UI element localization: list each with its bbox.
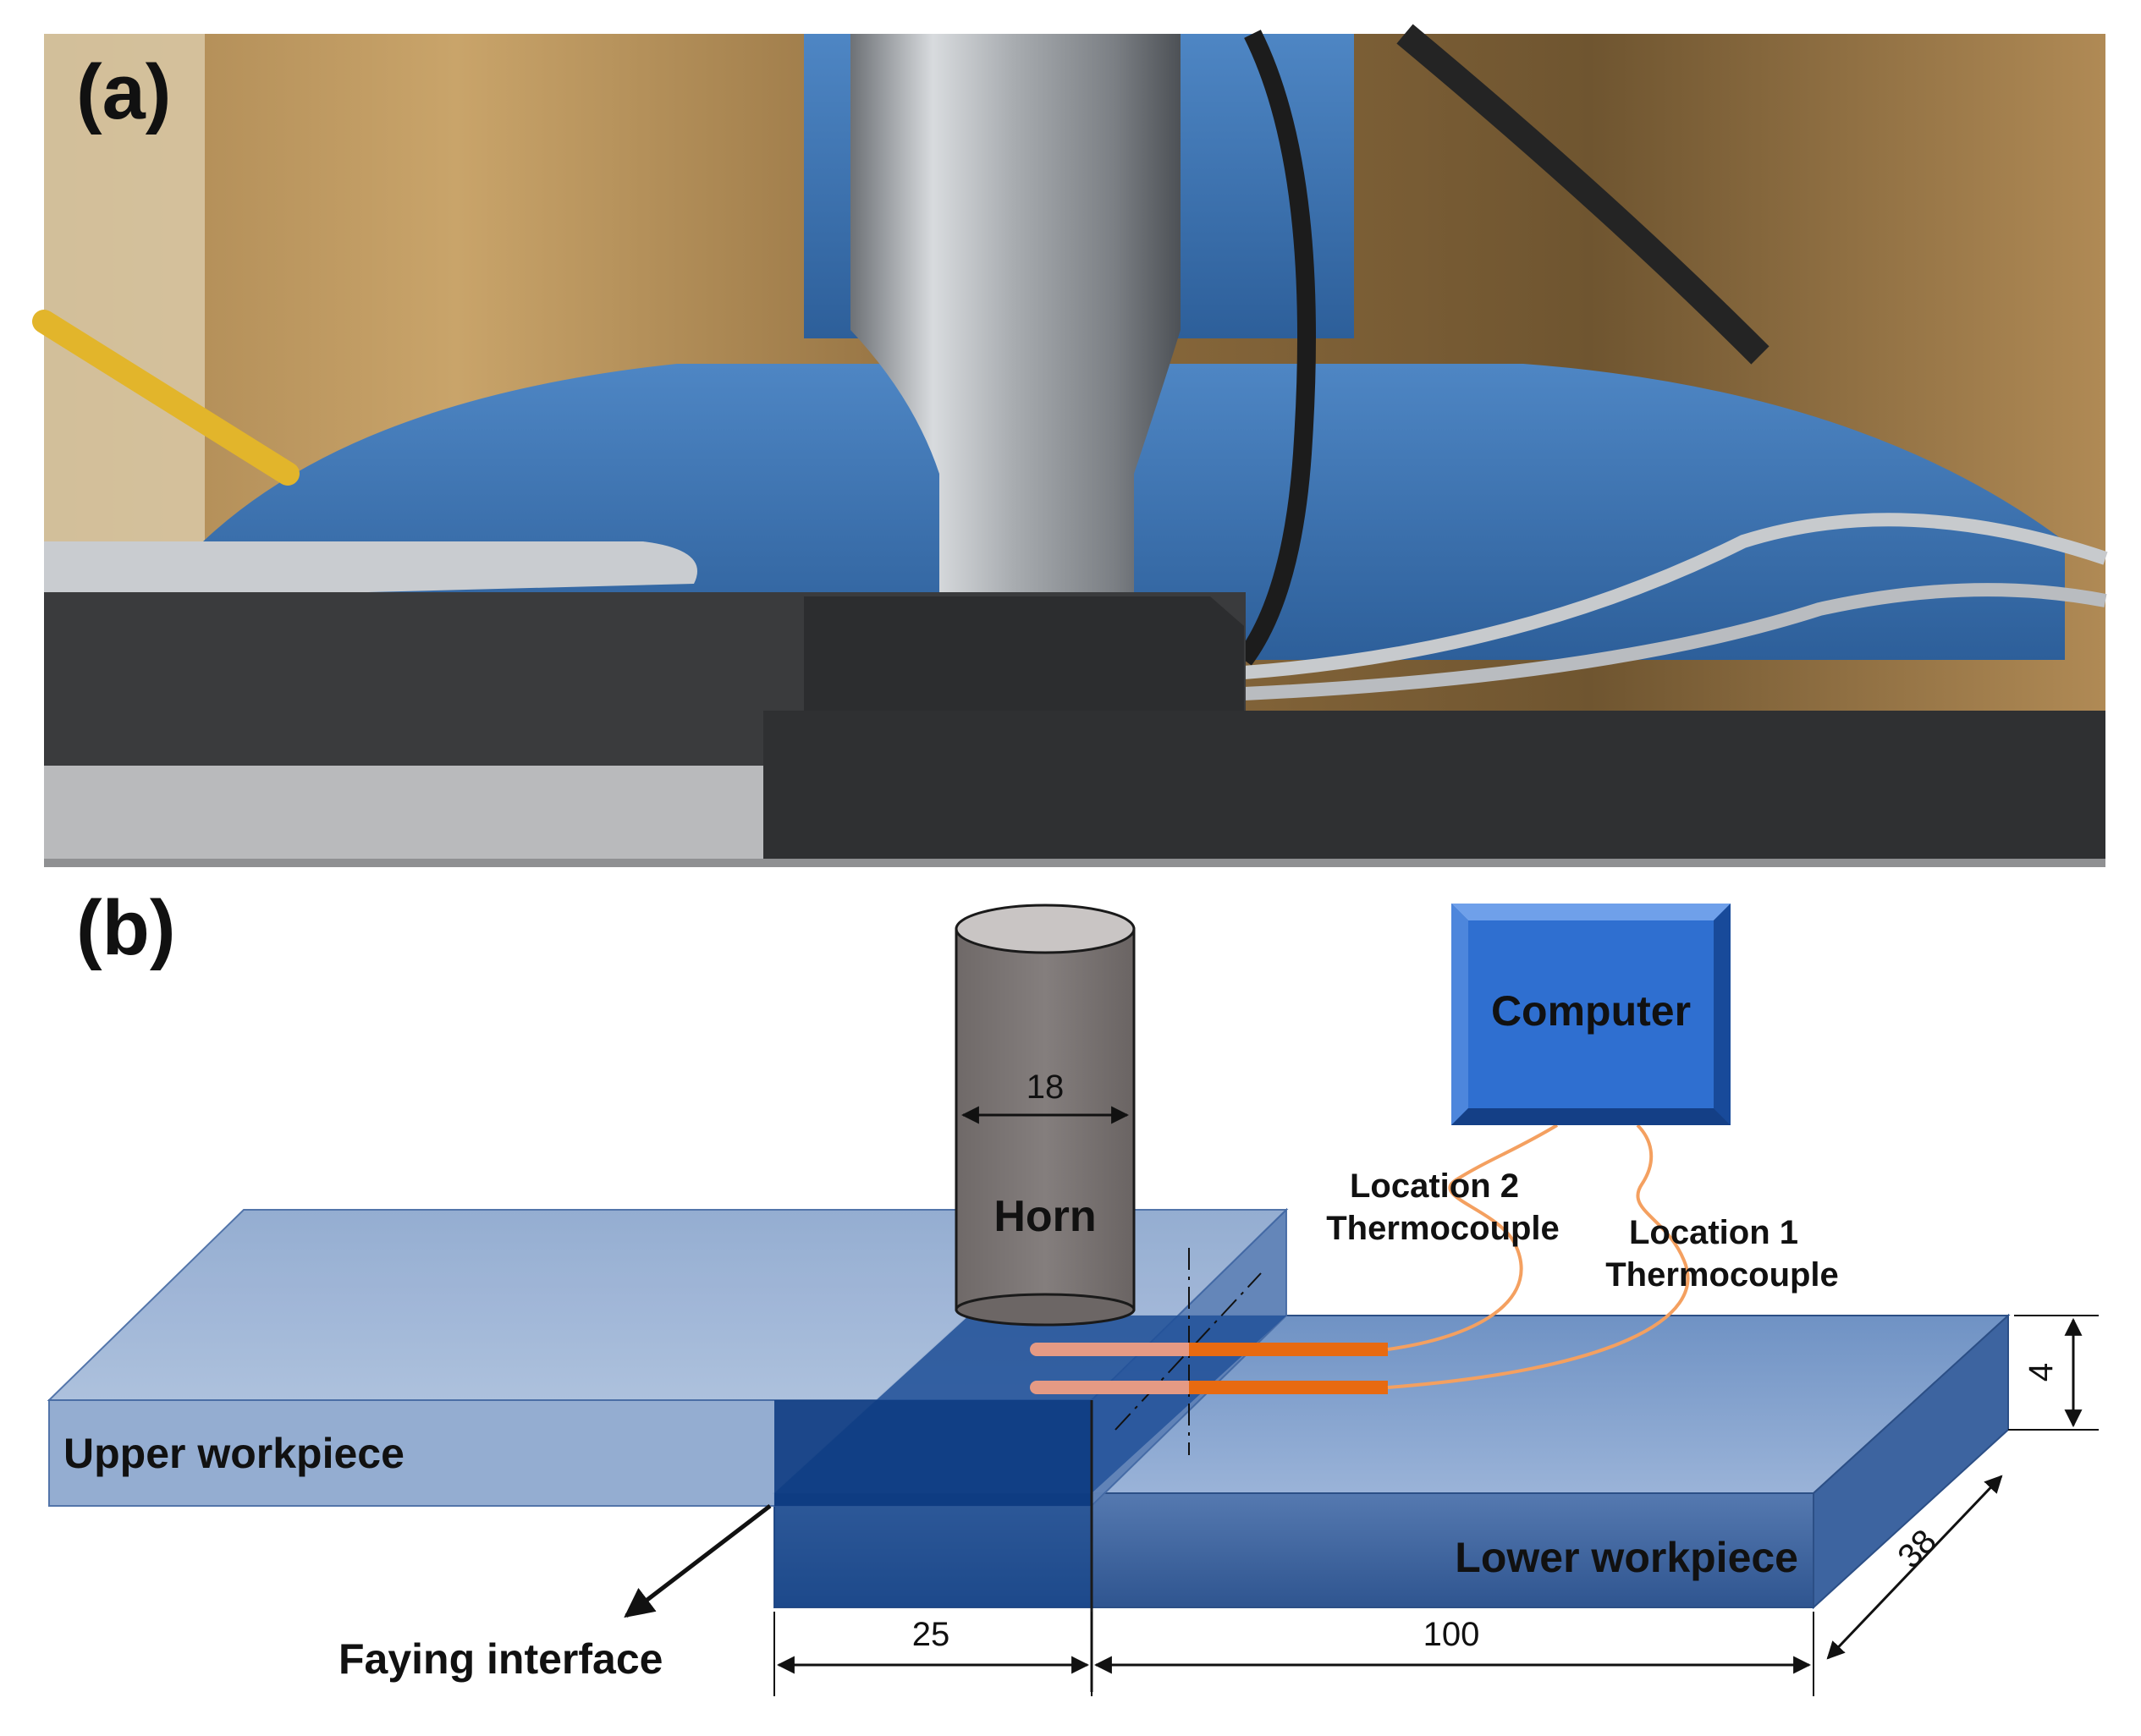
photo-panel (32, 24, 2108, 867)
panel-label-b: (b) (76, 885, 175, 971)
width-dimension (1826, 1429, 2014, 1660)
overlap-zone (774, 1210, 1286, 1692)
faying-interface-arrow (624, 1504, 772, 1618)
panel-label-a: (a) (76, 49, 171, 135)
location-2-thermocouple-label: Thermocouple (1326, 1210, 1560, 1247)
length-value: 100 (1423, 1616, 1480, 1653)
wire-2 (1387, 1123, 1559, 1351)
horn-diameter-value: 18 (1026, 1069, 1065, 1106)
computer-box (1451, 904, 1731, 1125)
overlap-value: 25 (912, 1616, 950, 1653)
horn-label: Horn (993, 1192, 1096, 1241)
location-2-label: Location 2 (1350, 1167, 1519, 1205)
location-1-label: Location 1 (1629, 1214, 1798, 1251)
computer-label: Computer (1491, 987, 1691, 1035)
thickness-value: 4 (2023, 1363, 2060, 1382)
lower-workpiece-label: Lower workpiece (1455, 1534, 1798, 1581)
location-1-thermocouple-label: Thermocouple (1605, 1256, 1839, 1294)
length-dimensions (773, 1612, 1814, 1696)
thermocouples (1030, 1343, 1388, 1394)
faying-interface-label: Faying interface (338, 1635, 663, 1683)
thickness-dimension (2014, 1315, 2099, 1431)
upper-workpiece-label: Upper workpiece (63, 1430, 405, 1477)
wire-1 (1387, 1123, 1690, 1389)
